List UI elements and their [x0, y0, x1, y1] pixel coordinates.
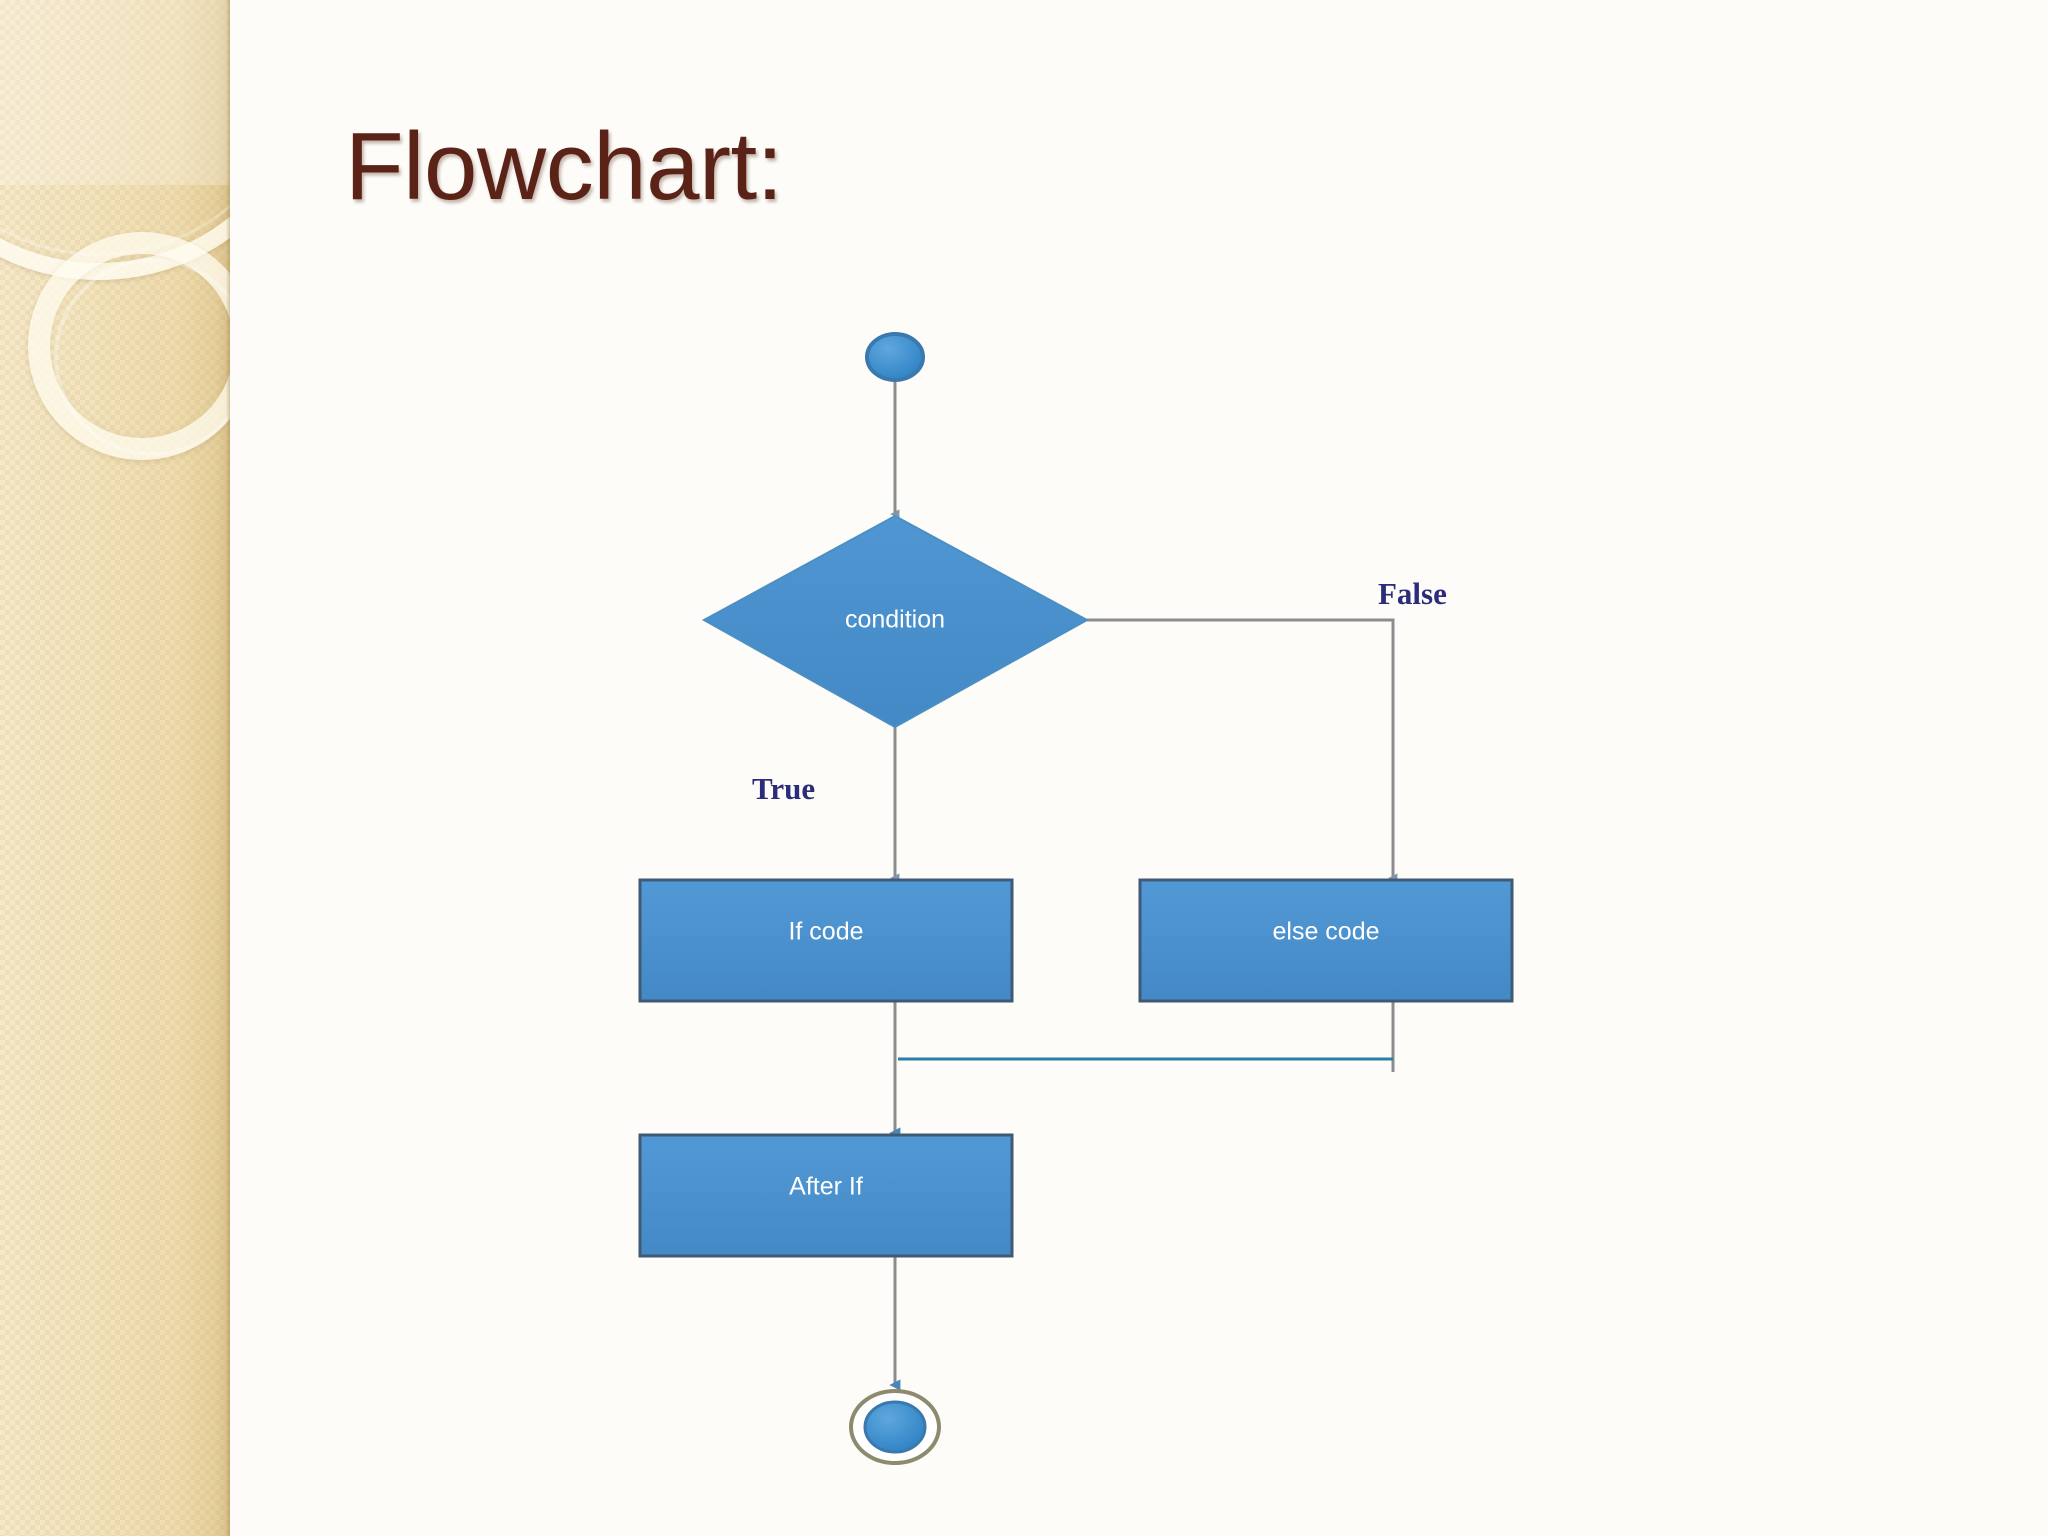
- branch-label-true: True: [752, 771, 815, 806]
- page-title: Flowchart:: [345, 113, 783, 220]
- edge-condition-to-else-code: [1087, 618, 1398, 883]
- process-node-after-if-label: After If: [789, 1173, 863, 1201]
- side-band-edge: [226, 0, 230, 1536]
- process-node-after-if[interactable]: After If: [638, 1133, 1014, 1258]
- decision-node-label: condition: [845, 606, 945, 634]
- process-node-else-code[interactable]: else code: [1138, 878, 1514, 1003]
- start-node[interactable]: [865, 332, 925, 382]
- end-node[interactable]: [849, 1389, 941, 1465]
- process-node-else-code-label: else code: [1272, 918, 1379, 946]
- decorative-side-band: [0, 0, 230, 1536]
- decorative-ring-small-inner-icon: [54, 258, 230, 456]
- decorative-ring-large-inner-icon: [0, 0, 230, 256]
- process-node-if-code-label: If code: [788, 918, 863, 946]
- flowchart-diagram: condition If code else code After If: [230, 0, 2048, 1536]
- decision-node-condition[interactable]: condition: [701, 514, 1090, 729]
- process-node-if-code[interactable]: If code: [638, 878, 1014, 1003]
- branch-label-false: False: [1378, 576, 1447, 611]
